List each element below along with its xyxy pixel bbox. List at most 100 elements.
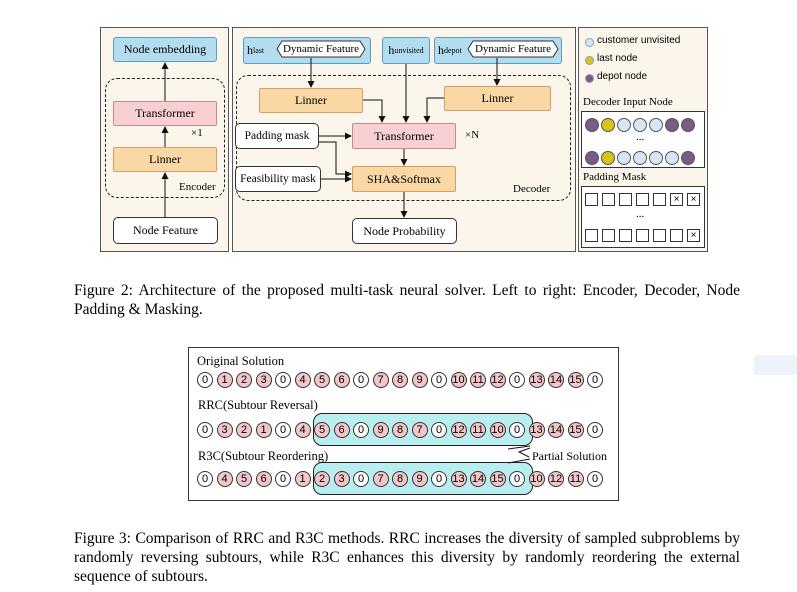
- route-node: 2: [236, 372, 252, 388]
- route-node: 12: [489, 372, 506, 388]
- node-feature-box: Node Feature: [113, 217, 218, 244]
- route-node: 4: [294, 422, 311, 438]
- decoder-linner-left-box: Linner: [259, 88, 363, 113]
- encoder-transformer-box: Transformer: [113, 101, 217, 126]
- legend-dot: [585, 74, 594, 83]
- padding-mask-cell: [585, 193, 598, 206]
- route-node: 0: [353, 471, 369, 487]
- h-depot-subscript: depot: [444, 46, 462, 55]
- route-node: 15: [567, 372, 584, 388]
- padding-mask-cell: ×: [670, 193, 683, 206]
- route-node: 9: [411, 372, 428, 388]
- route-node: 10: [489, 422, 506, 438]
- h-last-dynamic-feature: Dynamic Feature: [276, 40, 366, 58]
- route-node: 9: [411, 471, 428, 487]
- decoder-input-node: [585, 118, 599, 132]
- original-solution-title: Original Solution: [197, 354, 285, 368]
- route-node: 11: [470, 422, 486, 438]
- decoder-input-node: [649, 151, 663, 165]
- route-node: 13: [528, 422, 545, 438]
- route-node: 9: [372, 422, 389, 438]
- node-probability-box: Node Probability: [352, 218, 457, 244]
- legend-dot: [585, 56, 594, 65]
- route-node: 0: [197, 422, 213, 438]
- route-node: 1: [255, 422, 272, 438]
- hexagon-shape: [276, 40, 366, 58]
- padding-mask-cell: ×: [687, 229, 700, 242]
- feasibility-mask-box: Feasibility mask: [235, 166, 321, 192]
- decoder-input-title: Decoder Input Node: [583, 96, 673, 108]
- h-last-label: h: [247, 43, 253, 57]
- route-node: 12: [450, 422, 467, 438]
- route-node: 0: [431, 471, 447, 487]
- route-node: 15: [489, 471, 506, 487]
- route-node: 0: [275, 471, 291, 487]
- route-node: 10: [528, 471, 545, 487]
- legend-label: depot node: [597, 71, 648, 82]
- route-node: 11: [567, 471, 584, 487]
- route-node: 0: [587, 422, 603, 438]
- node-embedding-box: Node embedding: [113, 37, 217, 62]
- route-node: 0: [509, 471, 525, 487]
- route-node: 0: [197, 372, 213, 388]
- padding-mask-box: Padding mask: [235, 123, 319, 149]
- route-node: 0: [275, 422, 291, 438]
- route-node: 14: [548, 372, 564, 388]
- route-node: 8: [392, 471, 408, 487]
- hexagon-shape: [467, 40, 559, 58]
- route-node: 0: [509, 422, 525, 438]
- padding-mask-cell: [636, 229, 649, 242]
- route-node: 7: [372, 372, 389, 388]
- route-node: 14: [548, 422, 564, 438]
- route-node: 4: [294, 372, 311, 388]
- route-node: 0: [353, 422, 369, 438]
- route-node: 0: [431, 422, 447, 438]
- decoder-label: Decoder: [513, 183, 551, 195]
- h-last-subscript: last: [253, 46, 265, 55]
- decoder-input-node: [633, 118, 647, 132]
- padding-mask-cell: [602, 193, 615, 206]
- decoder-input-node: [665, 118, 679, 132]
- input-ellipsis: ...: [636, 131, 645, 143]
- h-depot-label: h: [438, 43, 444, 57]
- padding-mask-cell: [585, 229, 598, 242]
- padding-mask-cell: [619, 229, 632, 242]
- mask-ellipsis: ...: [636, 208, 645, 220]
- h-unvisited-subscript: unvisited: [394, 46, 424, 55]
- h-unvisited-label: h: [388, 43, 395, 57]
- route-node: 8: [392, 372, 408, 388]
- route-node: 3: [333, 471, 350, 487]
- route-node: 3: [255, 372, 272, 388]
- legend-dot: [585, 38, 594, 47]
- route-node: 6: [333, 372, 350, 388]
- route-node: 7: [411, 422, 428, 438]
- faded-overlay-button[interactable]: [754, 355, 797, 375]
- decoder-input-node: [585, 151, 599, 165]
- route-node: 0: [587, 372, 603, 388]
- route-node: 0: [431, 372, 447, 388]
- dynamic-feature-label: Dynamic Feature: [282, 43, 360, 55]
- route-node: 5: [236, 471, 252, 487]
- legend-label: last node: [597, 53, 638, 64]
- sha-softmax-box: SHA&Softmax: [352, 166, 456, 192]
- partial-solution-label: Partial Solution: [532, 449, 607, 463]
- route-node: 0: [587, 471, 603, 487]
- decoder-input-node: [633, 151, 647, 165]
- padding-mask-cell: [653, 193, 666, 206]
- decoder-input-node: [617, 151, 631, 165]
- route-node: 14: [470, 471, 486, 487]
- legend-label: customer unvisited: [597, 35, 681, 46]
- h-depot-dynamic-feature: Dynamic Feature: [467, 40, 559, 58]
- figure3-caption: Figure 3: Comparison of RRC and R3C meth…: [74, 530, 740, 585]
- decoder-linner-right-box: Linner: [444, 86, 551, 111]
- decoder-times-label: ×N: [465, 129, 480, 141]
- route-node: 11: [470, 372, 486, 388]
- route-node: 8: [392, 422, 408, 438]
- route-node: 15: [567, 422, 584, 438]
- encoder-linner-box: Linner: [113, 147, 217, 172]
- route-node: 5: [314, 372, 330, 388]
- route-node: 0: [275, 372, 291, 388]
